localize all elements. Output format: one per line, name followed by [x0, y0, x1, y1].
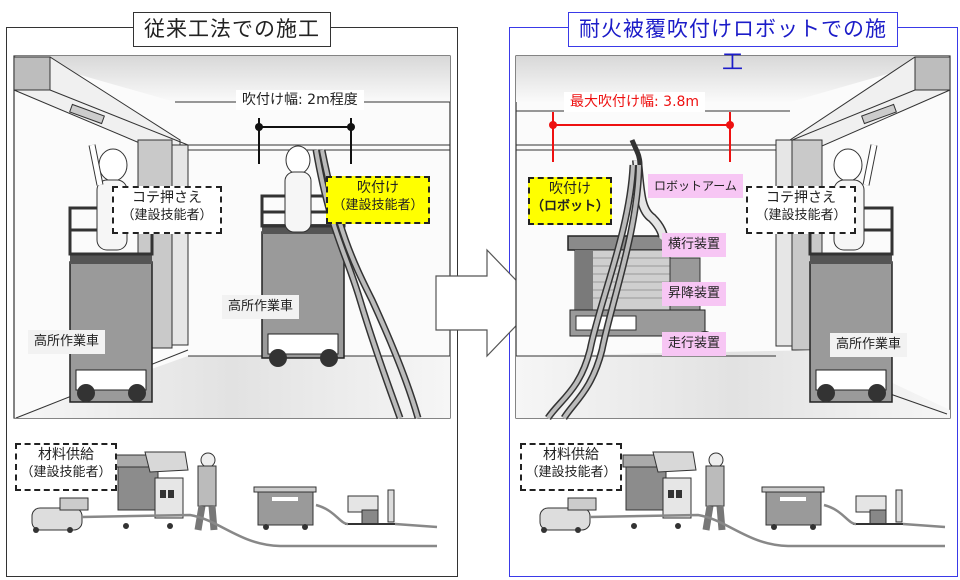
max-spray-width-label: 最大吹付け幅: 3.8m — [564, 92, 706, 112]
trowel-worker-role: コテ押さえ — [132, 190, 202, 206]
material-supply-who: （建設技能者） — [20, 465, 112, 480]
spray-width-label: 吹付け幅: 2m程度 — [236, 90, 364, 110]
lift-unit-label: 昇降装置 — [662, 282, 727, 306]
trowel-worker-callout-right: コテ押さえ （建設技能者） — [746, 186, 856, 234]
right-material-supply-equipment — [539, 451, 946, 548]
trowel-worker-who-right: （建設技能者） — [755, 208, 847, 223]
material-supply-callout-right: 材料供給 （建設技能者） — [520, 443, 622, 491]
robot-method-title: 耐火被覆吹付けロボットでの施工 — [568, 12, 898, 74]
spray-worker-who: （建設技能者） — [332, 198, 424, 213]
aerial-vehicle-label-1: 高所作業車 — [28, 330, 106, 354]
trowel-worker-role-right: コテ押さえ — [766, 190, 836, 206]
travel-unit-label: 走行装置 — [662, 332, 727, 356]
left-material-supply-equipment — [31, 451, 438, 548]
transition-arrow — [435, 248, 539, 358]
spray-worker-callout: 吹付け （建設技能者） — [326, 176, 430, 224]
material-supply-callout-left: 材料供給 （建設技能者） — [15, 443, 117, 491]
spray-robot-who: （ロボット） — [530, 199, 609, 214]
trowel-worker-who: （建設技能者） — [121, 208, 213, 223]
aerial-vehicle-label-2: 高所作業車 — [222, 295, 300, 319]
material-supply-role-right: 材料供給 — [543, 447, 599, 463]
spray-worker-role: 吹付け — [357, 180, 399, 196]
robot-arm-label: ロボットアーム — [648, 174, 743, 198]
spray-robot-callout: 吹付け （ロボット） — [528, 177, 612, 225]
traverse-unit-label: 横行装置 — [662, 233, 727, 257]
spray-robot-role: 吹付け — [549, 181, 591, 197]
material-supply-role: 材料供給 — [38, 447, 94, 463]
left-room — [13, 55, 451, 420]
trowel-worker-callout: コテ押さえ （建設技能者） — [112, 186, 222, 234]
material-supply-who-right: （建設技能者） — [525, 465, 617, 480]
conventional-method-title: 従来工法での施工 — [133, 12, 331, 47]
aerial-vehicle-label-right: 高所作業車 — [830, 333, 908, 357]
